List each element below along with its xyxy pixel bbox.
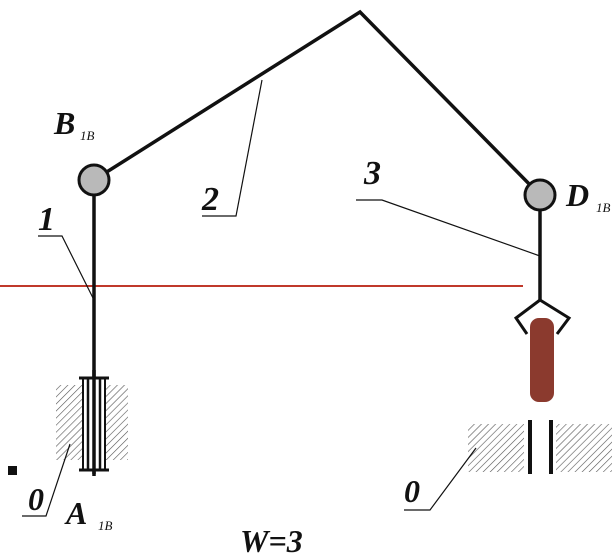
label-base-right: 0: [404, 473, 420, 509]
workpiece: [530, 318, 554, 402]
label-a-sub: 1B: [98, 518, 113, 533]
label-link-2: 2: [201, 181, 219, 218]
label-a: A: [64, 495, 87, 531]
label-link-3: 3: [363, 155, 381, 192]
marker-square: [8, 466, 17, 475]
right-ground: [468, 420, 612, 474]
dof-formula: W=3: [240, 523, 303, 555]
label-b-sub: 1B: [80, 128, 95, 143]
label-d: D: [565, 177, 589, 213]
joint-d: [523, 178, 557, 212]
label-b: B: [53, 105, 75, 141]
gripper: [513, 298, 572, 335]
label-base-left: 0: [28, 481, 44, 517]
leader-lines: [22, 79, 541, 517]
joint-b: [77, 163, 111, 197]
label-d-sub: 1B: [596, 200, 611, 215]
link-2: [93, 9, 542, 197]
prismatic-joint-a: [79, 370, 109, 476]
label-link-1: 1: [38, 201, 55, 238]
